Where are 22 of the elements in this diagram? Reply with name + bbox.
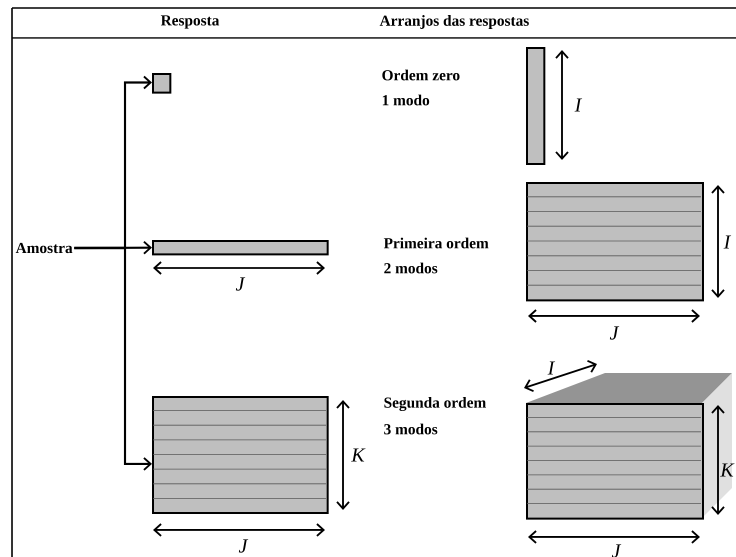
matrix-box: [152, 396, 329, 514]
dimension-label: J: [238, 539, 248, 553]
dimension-label: I: [548, 361, 556, 375]
dimension-label: K: [351, 448, 366, 462]
dimension-label: J: [236, 277, 246, 291]
dimension-label: I: [724, 235, 732, 249]
data-box: [152, 73, 172, 94]
order-label: Segunda ordem: [384, 396, 486, 411]
matrix-box: [526, 182, 704, 302]
order-label: 3 modos: [384, 424, 438, 434]
source-label: Amostra: [16, 242, 72, 254]
column-header: Arranjos das respostas: [380, 15, 529, 29]
column-header: Resposta: [160, 15, 220, 29]
data-box: [526, 47, 546, 165]
order-label: Primeira ordem: [384, 238, 488, 248]
arrow: [74, 246, 152, 471]
data-box: [152, 240, 329, 256]
dimension-label: I: [574, 98, 582, 112]
order-label: 1 modo: [382, 94, 430, 106]
dimension-label: J: [610, 326, 620, 340]
order-label: 2 modos: [384, 262, 438, 274]
order-label: Ordem zero: [382, 70, 460, 80]
